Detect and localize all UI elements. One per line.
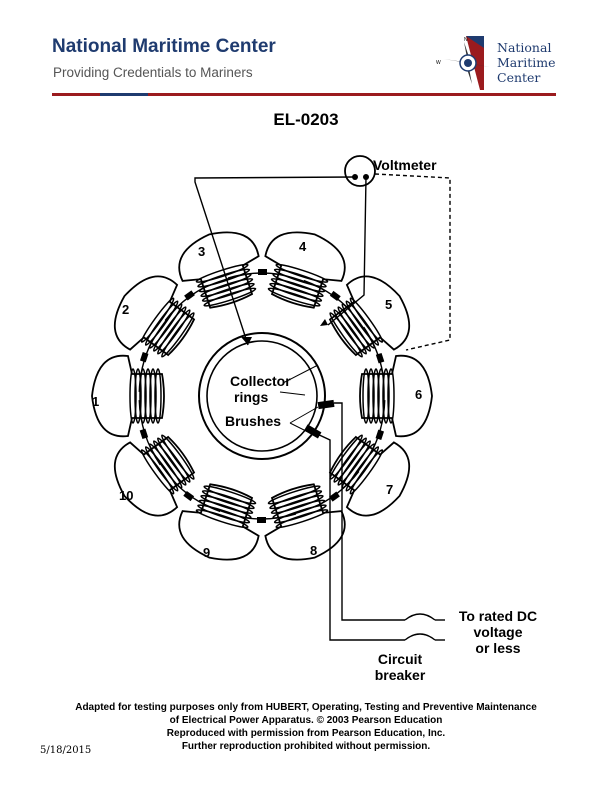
stator-pole <box>303 434 411 517</box>
voltmeter-label: Voltmeter <box>373 157 437 173</box>
header-rule <box>52 93 556 96</box>
pole-number: 10 <box>119 488 134 503</box>
collector-label-line: rings <box>234 389 269 405</box>
logo-line: National <box>497 40 552 55</box>
stator-pole <box>264 231 360 321</box>
collector-rings <box>198 332 326 460</box>
wiring <box>194 173 451 641</box>
stator-pole <box>91 326 165 438</box>
pole-number: 1 <box>92 394 100 409</box>
footer-line: of Electrical Power Apparatus. © 2003 Pe… <box>169 715 443 726</box>
pole-number: 2 <box>122 302 130 317</box>
attribution-footer: Adapted for testing purposes only from H… <box>0 701 612 753</box>
organization-title: National Maritime Center <box>52 36 276 57</box>
header-rule-accent <box>100 93 148 96</box>
stator-pole <box>359 354 433 466</box>
supply-label-line: or less <box>475 640 521 656</box>
svg-text:N: N <box>464 37 468 43</box>
stator-pole <box>113 400 196 517</box>
pole-number: 5 <box>385 297 393 312</box>
label-leaders <box>279 364 319 433</box>
logo-line: Center <box>497 70 541 85</box>
stator-pole <box>164 471 260 561</box>
pole-number: 3 <box>198 244 206 259</box>
document-id: EL-0203 <box>273 110 339 129</box>
stator-pole <box>227 483 346 561</box>
pole-number: 6 <box>415 387 423 402</box>
pole-connection <box>138 400 161 466</box>
stator-frame <box>91 231 433 561</box>
stator-pole <box>113 275 221 358</box>
stator-pole <box>178 231 297 309</box>
circuit-breaker-label: Circuit breaker <box>368 651 432 683</box>
wire-arrowheads <box>241 319 328 345</box>
document-date: 5/18/2015 <box>40 745 92 756</box>
brush-lower <box>304 424 322 439</box>
pole-number: 9 <box>203 545 211 560</box>
pole-number: 8 <box>310 543 318 558</box>
svg-text:W: W <box>436 60 441 66</box>
footer-line: Further reproduction prohibited without … <box>181 741 431 752</box>
supply-label: To rated DC voltage or less <box>440 608 556 656</box>
voltmeter-icon <box>344 155 376 187</box>
brushes-label: Brushes <box>225 413 282 429</box>
organization-subtitle: Providing Credentials to Mariners <box>53 65 253 80</box>
supply-label-line: voltage <box>473 624 523 640</box>
breaker-label-line: Circuit <box>377 651 423 667</box>
supply-label-line: To rated DC <box>458 608 538 624</box>
compass-logo-icon: N W <box>436 36 490 90</box>
pole-number: 7 <box>386 482 394 497</box>
generator-test-diagram <box>91 155 451 641</box>
footer-line: Adapted for testing purposes only from H… <box>75 702 537 713</box>
brush-upper <box>317 399 335 410</box>
footer-line: Reproduced with permission from Pearson … <box>166 728 446 739</box>
breaker-label-line: breaker <box>374 667 426 683</box>
logo-line: Maritime <box>497 55 556 70</box>
collector-rings-label: Collector rings <box>230 373 291 405</box>
logo-text: National Maritime Center <box>497 40 556 85</box>
pole-number: 4 <box>299 239 307 254</box>
collector-label-line: Collector <box>230 373 291 389</box>
